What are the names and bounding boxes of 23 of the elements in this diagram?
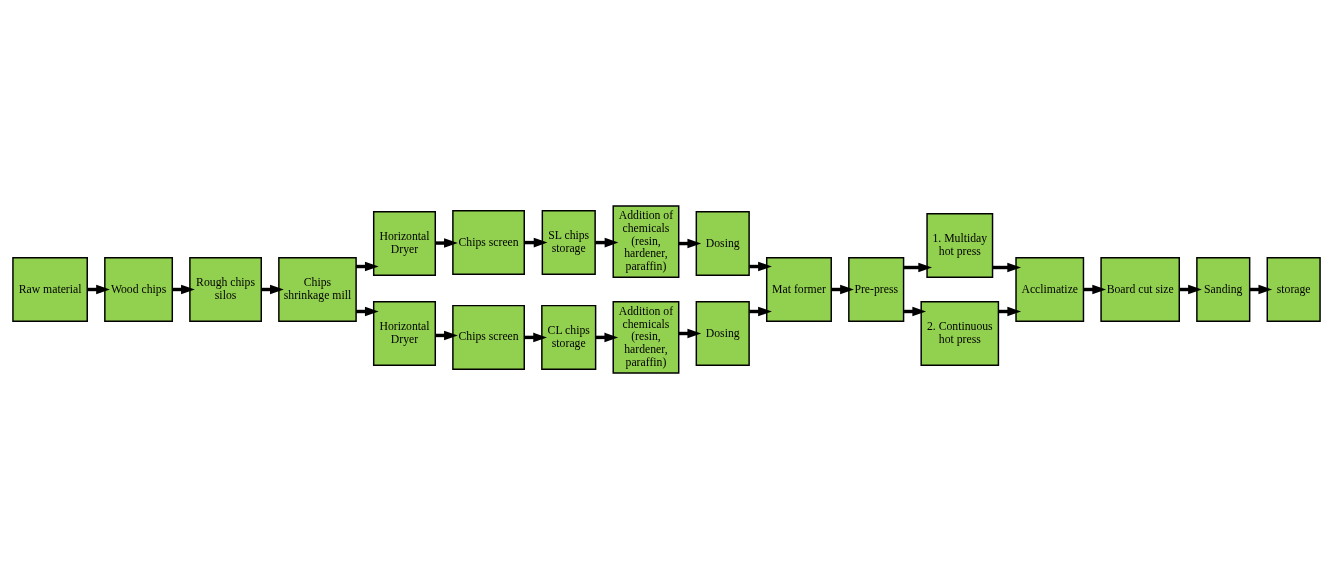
- node-box: Chips screen: [452, 209, 525, 275]
- node-box: Horizontal Dryer: [372, 300, 436, 366]
- node-box: SL chips storage: [541, 209, 596, 275]
- node-box: Dosing: [695, 300, 750, 366]
- node-box: Rough chips silos: [189, 256, 262, 322]
- node-box: Chips shrinkage mill: [278, 256, 357, 322]
- node-box: Mat former: [765, 256, 832, 322]
- node-box: Addition of chemicals (resin, hardener, paraffin): [612, 300, 680, 374]
- node-box: Chips screen: [452, 304, 525, 370]
- node-box: Wood chips: [104, 256, 174, 322]
- node-box: Addition of chemicals (resin, hardener, paraffin): [612, 204, 680, 278]
- node-box: Sanding: [1196, 256, 1251, 322]
- node-box: Raw material: [12, 256, 88, 322]
- node-box: CL chips storage: [541, 304, 597, 370]
- node-box: Board cut size: [1100, 256, 1180, 322]
- arrow: [435, 237, 458, 248]
- node-box: Horizontal Dryer: [372, 210, 436, 276]
- node-box: storage: [1266, 256, 1321, 322]
- node-box: 1. Multiday hot press: [926, 212, 994, 278]
- node-box: Pre-press: [848, 256, 905, 322]
- node-box: Dosing: [695, 210, 750, 276]
- node-box: 2. Continuous hot press: [920, 300, 1000, 366]
- node-box: Acclimatize: [1015, 256, 1085, 322]
